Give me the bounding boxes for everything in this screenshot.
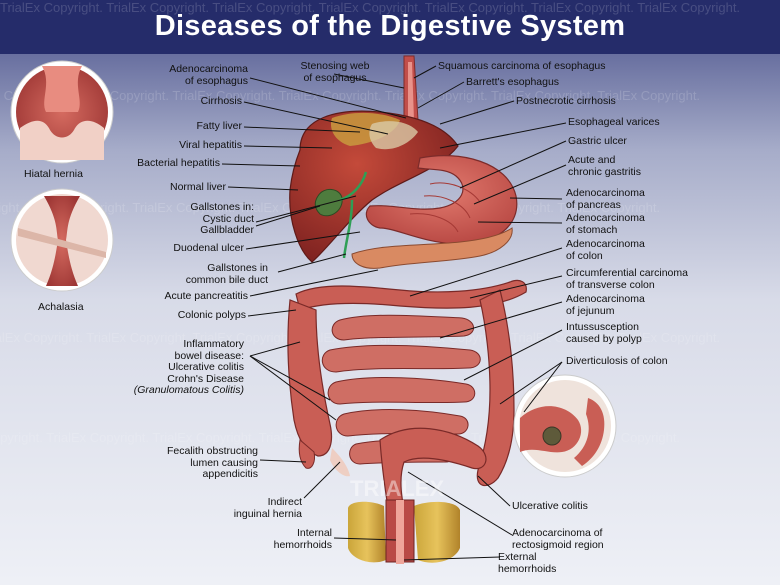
- label-bacterial-hepatitis: Bacterial hepatitis: [137, 157, 220, 169]
- bile-duct: [339, 171, 368, 259]
- pancreas: [351, 227, 513, 269]
- watermark-text: TrialEx Copyright. TrialEx Copyright. Tr…: [0, 0, 741, 15]
- perianal-fat: [348, 501, 386, 563]
- label-barretts-esophagus: Barrett's esophagus: [466, 76, 560, 88]
- stomach-rugae: [409, 182, 481, 233]
- inset-caption-hiatal-hernia: Hiatal hernia: [24, 168, 83, 180]
- small-intestine: [321, 314, 481, 465]
- inset-achalasia: [10, 188, 114, 292]
- label-fatty-liver: Fatty liver: [196, 120, 242, 132]
- label-acute-pancreatitis: Acute pancreatitis: [164, 290, 248, 302]
- inset-hiatal-hernia: [10, 60, 114, 164]
- label-duodenal-ulcer: Duodenal ulcer: [173, 242, 244, 254]
- leader-lines: [221, 65, 567, 561]
- watermark-text: TrialEx Copyright. TrialEx Copyright. Tr…: [0, 88, 701, 103]
- label-colonic-polyps: Colonic polyps: [177, 309, 246, 321]
- page-title: Diseases of the Digestive System: [154, 10, 626, 42]
- inset-diverticulosis: [513, 374, 617, 478]
- label-gastric-ulcer: Gastric ulcer: [568, 135, 627, 147]
- label-squamous-carcinoma: Squamous carcinoma of esophagus: [438, 60, 606, 72]
- label-viral-hepatitis: Viral hepatitis: [179, 139, 242, 151]
- descending-colon: [476, 289, 515, 487]
- label-normal-liver: Normal liver: [169, 181, 226, 193]
- title-bar: [0, 0, 780, 54]
- label-ulcerative-colitis: Ulcerative colitis: [512, 500, 588, 512]
- label-cirrhosis: Cirrhosis: [200, 95, 242, 107]
- ascending-colon: [287, 299, 333, 457]
- perianal-fat: [414, 501, 460, 563]
- label-postnecrotic-cirrhosis: Postnecrotic cirrhosis: [516, 95, 616, 107]
- cirrhosis-region: [369, 121, 418, 150]
- anal-canal: [396, 500, 404, 564]
- label-esophageal-varices: Esophageal varices: [568, 116, 660, 128]
- label-diverticulosis: Diverticulosis of colon: [566, 355, 668, 367]
- inset-caption-achalasia: Achalasia: [38, 301, 84, 313]
- liver: [289, 110, 459, 263]
- appendix: [298, 439, 315, 469]
- logo-watermark: TRIALEX: [350, 476, 444, 501]
